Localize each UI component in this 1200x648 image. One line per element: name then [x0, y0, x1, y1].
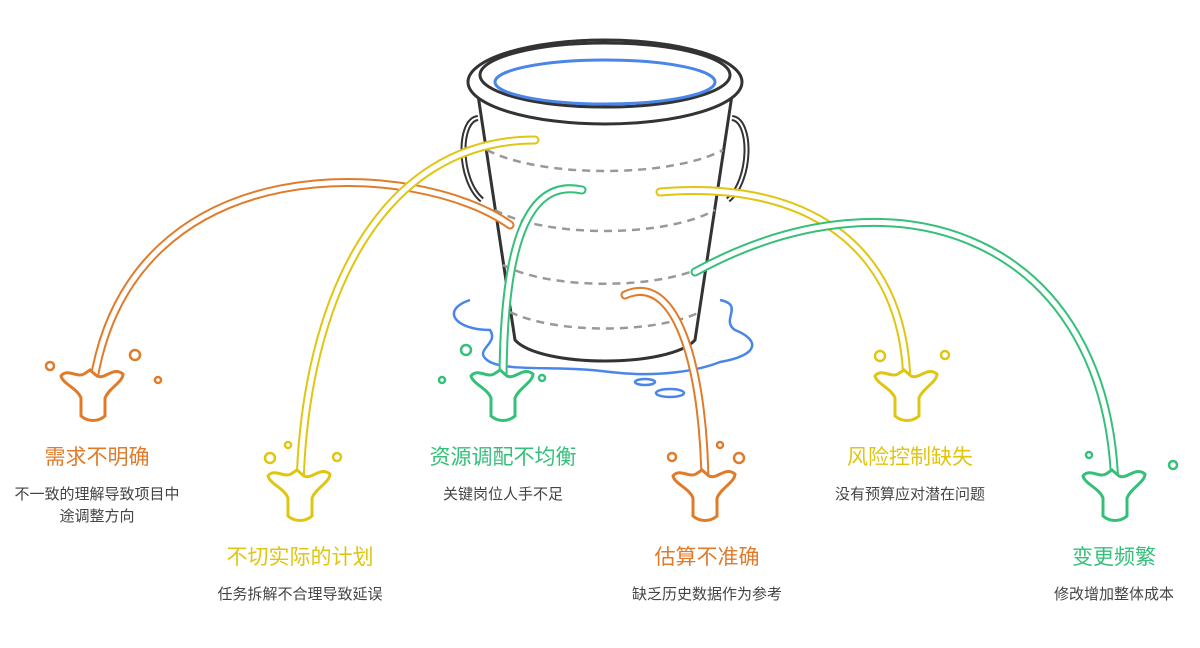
- cause-title: 资源调配不均衡: [429, 445, 577, 469]
- water-puddle: [452, 298, 754, 376]
- stream-6: [690, 217, 1120, 495]
- bucket: [460, 38, 750, 363]
- splash-1: [44, 348, 163, 422]
- cause-description: 任务拆解不合理导致延误: [217, 585, 383, 603]
- cause-item-3: 资源调配不均衡 关键岗位人手不足: [403, 443, 603, 505]
- cause-item-2: 不切实际的计划 任务拆解不合理导致延误: [200, 543, 400, 605]
- cause-item-1: 需求不明确 不一致的理解导致项目中途调整方向: [0, 443, 197, 527]
- stream-4: [620, 287, 710, 495]
- water-drop: [633, 377, 657, 387]
- cause-description: 关键岗位人手不足: [442, 485, 563, 503]
- cause-description: 没有预算应对潜在问题: [834, 485, 985, 503]
- splash-2: [263, 440, 343, 522]
- cause-title: 需求不明确: [44, 445, 150, 469]
- splash-3: [437, 343, 547, 422]
- stream-2: [295, 135, 540, 490]
- cause-item-5: 风险控制缺失 没有预算应对潜在问题: [810, 443, 1010, 505]
- cause-item-4: 估算不准确 缺乏历史数据作为参考: [607, 543, 807, 605]
- stream-3: [498, 184, 587, 390]
- stream-5: [655, 186, 912, 390]
- splash-6: [1081, 450, 1179, 522]
- splash-5: [873, 349, 951, 422]
- water-drop: [654, 387, 686, 399]
- stream-1: [88, 177, 515, 390]
- splash-4: [666, 440, 746, 522]
- cause-title: 估算不准确: [654, 545, 760, 569]
- cause-title: 不切实际的计划: [226, 545, 374, 569]
- cause-title: 变更频繁: [1072, 545, 1156, 569]
- cause-item-6: 变更频繁 修改增加整体成本: [1014, 543, 1200, 605]
- cause-description: 缺乏历史数据作为参考: [631, 585, 782, 603]
- cause-description: 不一致的理解导致项目中途调整方向: [14, 485, 180, 525]
- cause-description: 修改增加整体成本: [1053, 585, 1174, 603]
- cause-title: 风险控制缺失: [847, 445, 973, 469]
